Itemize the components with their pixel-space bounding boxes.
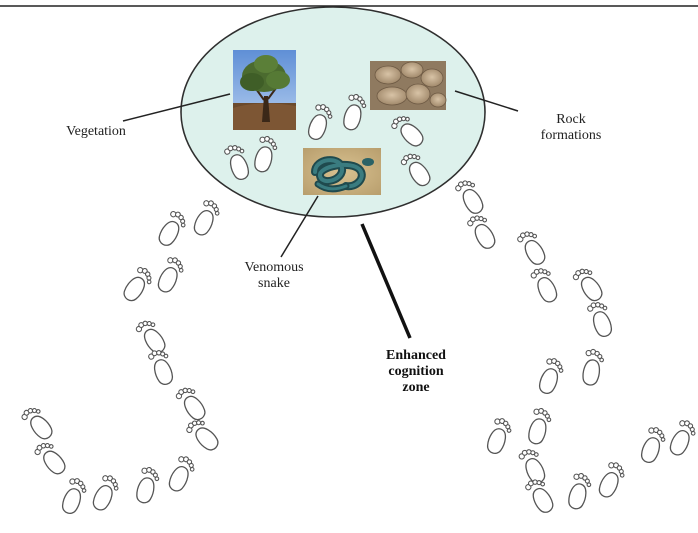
footprint-icon: [59, 476, 88, 516]
footprint-icon: [174, 383, 210, 423]
footprint-icon: [166, 454, 198, 494]
footprint-icon: [566, 472, 593, 511]
footprint-icon: [147, 347, 176, 387]
footprint-icon: [667, 418, 698, 458]
footprint-icon: [134, 316, 170, 356]
rock-formations-label: Rock formations: [520, 112, 622, 144]
footprint-icon: [536, 356, 565, 396]
footprint-icon: [581, 348, 605, 386]
footprint-icon: [454, 176, 488, 216]
enhanced-cognition-zone-label: Enhanced cognition zone: [366, 348, 466, 396]
rock-photo: [370, 61, 446, 110]
footprint-icon: [516, 227, 550, 267]
footprint-icon: [524, 475, 558, 515]
footprint-icon: [586, 299, 615, 339]
footprint-icon: [33, 438, 70, 477]
footprint-icon: [518, 446, 550, 486]
footprint-icon: [638, 425, 667, 465]
venomous-snake-label: Venomous snake: [228, 260, 320, 292]
footprint-icon: [530, 265, 562, 305]
footprint-icon: [484, 416, 513, 456]
vegetation-label: Vegetation: [50, 124, 142, 140]
footprint-icon: [571, 264, 607, 304]
footprint-icon: [155, 209, 189, 249]
footprint-icon: [134, 466, 161, 505]
zone-connector: [362, 224, 410, 338]
tree-photo: [233, 50, 296, 130]
footprint-icon: [90, 473, 122, 513]
footprint-icon: [191, 198, 223, 238]
footprint-icon: [596, 460, 628, 500]
footprint-icon: [184, 416, 222, 454]
footprint-icon: [120, 265, 156, 305]
snake-photo: [303, 148, 381, 195]
footprint-icon: [155, 255, 187, 295]
footprint-icon: [20, 403, 57, 442]
footprint-icon: [526, 407, 553, 446]
footprint-icon: [466, 211, 500, 251]
